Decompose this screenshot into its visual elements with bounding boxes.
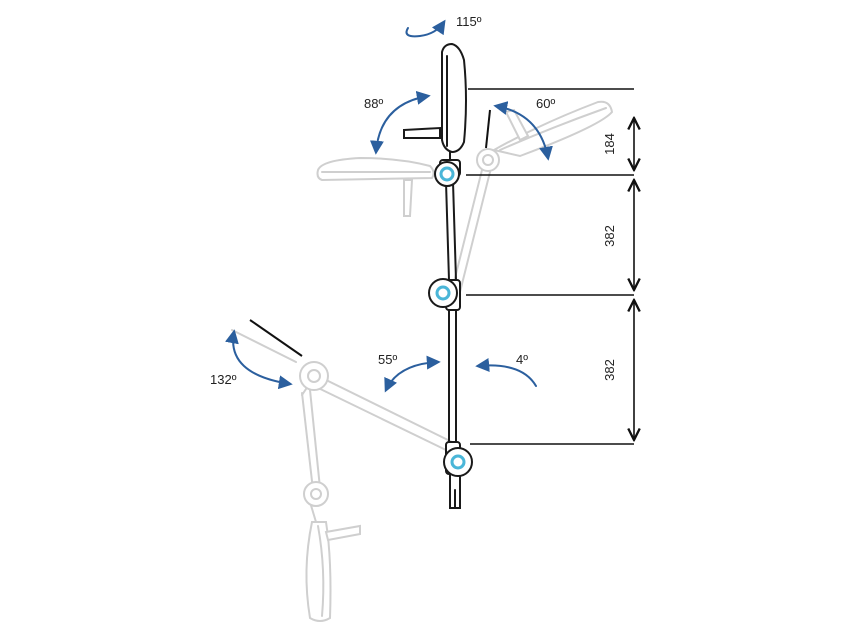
- ghost-handle-right: [504, 108, 530, 142]
- ghost-elbow-joint-core: [307, 369, 321, 383]
- dim-label-mid: 382: [602, 225, 617, 247]
- ghost-right-neck-joint-core: [482, 154, 494, 166]
- upper-arm-right-rail: [452, 181, 457, 281]
- base-joint: [443, 441, 473, 477]
- rotation-arrow-115: [405, 19, 446, 38]
- ghost-head-tilted-left: [316, 156, 435, 217]
- rotation-arrow-60: [493, 101, 553, 161]
- rotation-arrow-132: [225, 329, 293, 390]
- dimensions: 184 382 382: [466, 88, 634, 445]
- ghost-head-lowered: [305, 521, 332, 622]
- ghost-neck-joint-core: [310, 488, 322, 500]
- label-angle-4: 4º: [516, 352, 528, 367]
- ghost-head-face: [317, 525, 325, 617]
- rotation-arrow-88: [369, 90, 431, 155]
- ghost-head-left: [316, 156, 435, 182]
- elbow-joint-marker: [435, 285, 451, 301]
- rotation-arrow-4: [475, 358, 537, 387]
- ghost-neck-joint: [303, 481, 329, 507]
- head-reference-line: [485, 109, 491, 149]
- ghost-upper-arm-right-a: [451, 161, 485, 291]
- label-angle-60: 60º: [536, 96, 555, 111]
- upper-arm-left-rail: [445, 181, 450, 281]
- ghost-lower-arm-a: [317, 375, 453, 443]
- dim-label-bottom: 382: [602, 359, 617, 381]
- neck-joint: [434, 159, 461, 187]
- rotation-arrows: [225, 19, 553, 393]
- rotation-arrow-55: [384, 355, 441, 393]
- ghost-upper-arm-right-b: [459, 163, 493, 293]
- ghost-lower-arm-b: [309, 383, 447, 451]
- ghost-handle-lowered: [324, 524, 361, 542]
- label-angle-132: 132º: [210, 372, 237, 387]
- ghost-head-tilted-right: [451, 100, 614, 293]
- base-joint-marker: [450, 454, 466, 470]
- angle-labels: 115º 88º 60º 132º 55º 4º: [210, 14, 555, 387]
- lamp-handle: [403, 126, 441, 139]
- reference-line-lowered: [249, 319, 303, 357]
- main-lamp: [403, 42, 491, 509]
- lamp-head: [441, 42, 467, 154]
- ghost-upper-arm-a: [301, 392, 314, 491]
- label-angle-88: 88º: [364, 96, 383, 111]
- elbow-joint: [428, 278, 461, 311]
- ghost-elbow-joint: [299, 361, 329, 391]
- ghost-upper-arm-b: [309, 389, 321, 489]
- ghost-handle-left: [403, 179, 414, 217]
- neck-joint-marker: [439, 166, 455, 182]
- label-angle-55: 55º: [378, 352, 397, 367]
- label-rotation-115: 115º: [456, 14, 482, 29]
- dim-label-top: 184: [602, 133, 617, 155]
- ghost-right-neck-joint: [476, 148, 500, 172]
